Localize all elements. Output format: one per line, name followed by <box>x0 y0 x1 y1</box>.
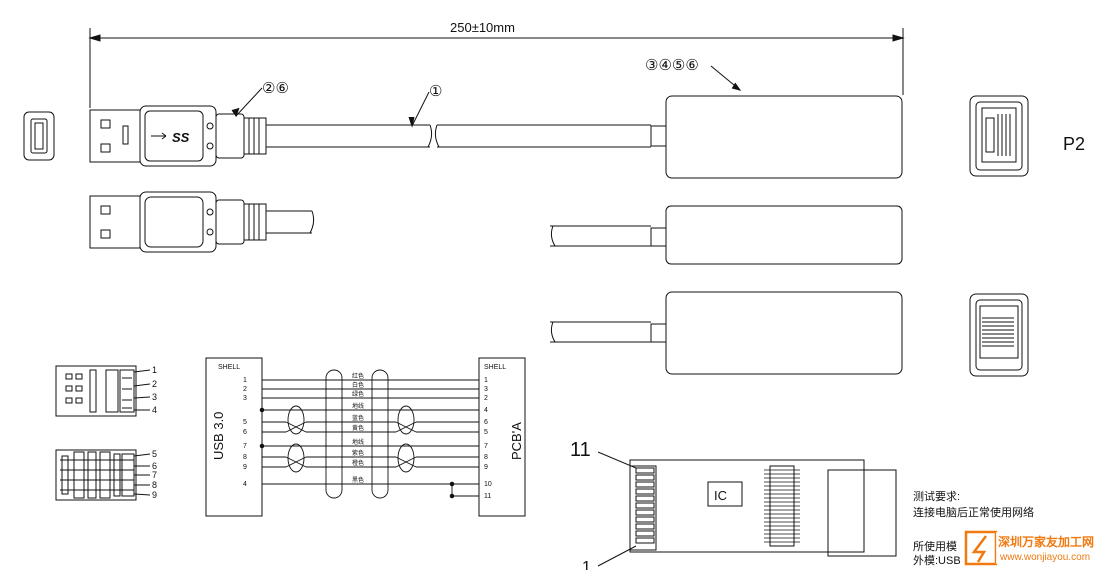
pin-label: 1 <box>152 365 157 375</box>
pin-label: 6 <box>152 461 157 471</box>
ethernet-box-top <box>650 95 903 179</box>
right-shell-label: SHELL <box>484 364 506 371</box>
pin-label: 7 <box>152 470 157 480</box>
ic-chip <box>707 481 743 507</box>
ethernet-box-bottom <box>550 291 903 375</box>
left-pin-numbers: 1 2 3 5 6 7 8 9 4 <box>243 377 247 488</box>
connector-pin-labels: 1 2 3 4 5 6 7 8 9 <box>152 365 157 500</box>
svg-text:5: 5 <box>484 429 488 436</box>
watermark-name: 深圳万家友加工网 <box>998 534 1094 549</box>
pcb-pin-1-label: 1 <box>582 559 591 570</box>
wiring-right-box <box>478 357 526 517</box>
callout-cable: ① <box>429 83 442 100</box>
pin-label: 3 <box>152 392 157 402</box>
usb-plug-top <box>89 105 651 167</box>
usb-plug-side <box>89 191 315 253</box>
usb-title: USB 3.0 <box>211 412 226 460</box>
mold-note-b: 外模:USB <box>913 554 961 567</box>
svg-text:黄色: 黄色 <box>352 424 364 432</box>
right-pin-numbers: 1 3 2 4 6 5 7 8 9 10 11 <box>484 377 492 500</box>
svg-text:2: 2 <box>484 395 488 402</box>
svg-text:绿色: 绿色 <box>352 390 364 398</box>
callout-box: ③④⑤⑥ <box>645 57 699 74</box>
svg-text:橙色: 橙色 <box>352 459 364 467</box>
svg-text:蓝色: 蓝色 <box>352 414 364 422</box>
callout-plug: ②⑥ <box>262 80 289 97</box>
pcb-edge-pins <box>635 467 655 544</box>
port-label-p2: P2 <box>1063 134 1085 154</box>
svg-text:2: 2 <box>243 386 247 393</box>
usb-end-view <box>23 111 55 161</box>
connector-view-top <box>55 365 151 417</box>
svg-text:10: 10 <box>484 481 492 488</box>
superspeed-logo <box>151 132 167 140</box>
pcba-title: PCB'A <box>509 422 524 460</box>
ic-label: IC <box>714 488 727 503</box>
svg-text:1: 1 <box>484 377 488 384</box>
svg-text:7: 7 <box>243 443 247 450</box>
svg-text:9: 9 <box>484 464 488 471</box>
svg-text:1: 1 <box>243 377 247 384</box>
dimension-line <box>88 28 905 108</box>
svg-text:地线: 地线 <box>352 402 364 410</box>
svg-text:3: 3 <box>484 386 488 393</box>
pin-label: 9 <box>152 490 157 500</box>
test-body: 连接电脑后正常使用网络 <box>913 505 1034 519</box>
rj45-port-front <box>969 293 1029 377</box>
svg-text:5: 5 <box>243 419 247 426</box>
pin-label: 5 <box>152 449 157 459</box>
svg-text:4: 4 <box>243 481 247 488</box>
svg-text:7: 7 <box>484 443 488 450</box>
pcb-board <box>597 451 897 567</box>
superspeed-text: SS <box>172 130 190 145</box>
mold-note-a: 所使用模 <box>913 540 957 553</box>
connector-view-bottom <box>55 449 151 501</box>
dimension-label: 250±10mm <box>450 20 515 35</box>
watermark-url: www.wonjiayou.com <box>999 552 1090 563</box>
svg-text:白色: 白色 <box>352 381 364 389</box>
svg-text:4: 4 <box>484 407 488 414</box>
svg-text:6: 6 <box>484 419 488 426</box>
test-title: 测试要求: <box>913 490 960 503</box>
svg-text:地线: 地线 <box>352 438 364 446</box>
rj45-port-p2 <box>969 95 1029 177</box>
svg-text:红色: 红色 <box>352 372 364 380</box>
wire-color-labels: 红色 白色 绿色 地线 蓝色 黄色 地线 紫色 橙色 黑色 <box>352 372 364 484</box>
svg-text:3: 3 <box>243 395 247 402</box>
svg-text:11: 11 <box>484 493 491 500</box>
svg-text:紫色: 紫色 <box>352 449 364 457</box>
svg-text:黑色: 黑色 <box>352 476 364 484</box>
svg-text:8: 8 <box>243 454 247 461</box>
svg-text:8: 8 <box>484 454 488 461</box>
watermark-logo <box>964 530 1108 566</box>
svg-text:6: 6 <box>243 429 247 436</box>
left-shell-label: SHELL <box>218 364 240 371</box>
pcb-pin-11-label: 11 <box>570 439 591 461</box>
pin-label: 8 <box>152 480 157 490</box>
ethernet-box-middle <box>550 205 903 265</box>
pin-label: 4 <box>152 405 157 415</box>
wiring-lines <box>259 369 479 499</box>
svg-text:9: 9 <box>243 464 247 471</box>
pin-label: 2 <box>152 379 157 389</box>
callout-leaders <box>231 65 742 128</box>
